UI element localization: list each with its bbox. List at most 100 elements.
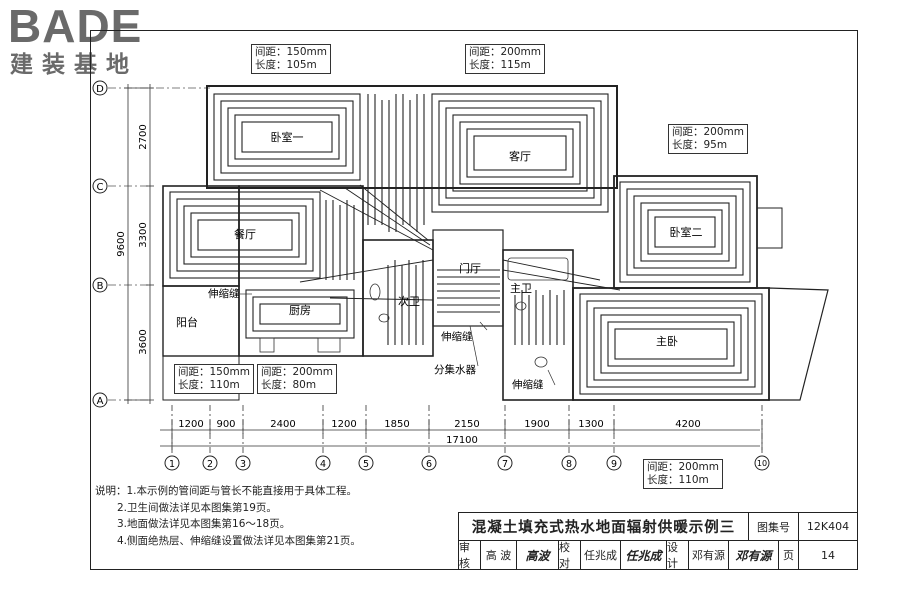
dim-9600: 9600	[116, 231, 127, 256]
svg-text:D: D	[96, 84, 104, 95]
dim-h-1200b: 1200	[331, 419, 356, 430]
dim-h-900: 900	[216, 419, 235, 430]
svg-text:5: 5	[363, 459, 369, 470]
spec-box-bedroom2: 间距：200mm 长度：95m	[668, 124, 748, 154]
dim-h-1200a: 1200	[178, 419, 203, 430]
checker-signature: 任兆成	[620, 541, 666, 570]
spec-length: 长度：110m	[178, 379, 240, 391]
logo-text-bottom: 建装基地	[10, 52, 138, 78]
designer-name: 邓有源	[688, 541, 728, 570]
expansion-joint-label-2: 伸缩缝	[441, 330, 473, 343]
dim-2700: 2700	[138, 124, 149, 149]
room-label-foyer: 门厅	[459, 261, 481, 275]
sink-icon	[259, 337, 275, 353]
design-label: 设计	[666, 541, 688, 570]
svg-text:1: 1	[169, 459, 175, 470]
svg-text:C: C	[97, 182, 104, 193]
grid-bubble-d: D	[92, 80, 108, 96]
drawing-title: 混凝土填充式热水地面辐射供暖示例三	[458, 512, 748, 541]
grid-bubble-4: 4	[315, 455, 331, 471]
stove-icon	[317, 337, 341, 353]
dim-h-17100: 17100	[446, 435, 478, 446]
svg-text:7: 7	[502, 459, 508, 470]
page-label: 页	[778, 541, 798, 570]
toilet-icon	[515, 301, 527, 311]
page-number: 14	[798, 541, 858, 570]
coil-kitchen	[245, 289, 355, 339]
dim-h-2400: 2400	[270, 419, 295, 430]
coil-main-bath	[514, 290, 565, 345]
reviewer-signature: 高波	[516, 541, 558, 570]
grid-bubble-5: 5	[358, 455, 374, 471]
coil-master	[579, 293, 763, 395]
room-labels: 卧室一 客厅 餐厅 卧室二 门厅 厨房 阳台 次卫 主卫 主卧	[176, 130, 703, 348]
grid-bubble-c: C	[92, 178, 108, 194]
reviewer-name: 高 波	[480, 541, 516, 570]
dim-h-1900: 1900	[524, 419, 549, 430]
grid-bubble-9: 9	[606, 455, 622, 471]
svg-text:4: 4	[320, 459, 326, 470]
coil-corridor	[367, 94, 425, 232]
grid-bubble-2: 2	[202, 455, 218, 471]
coil-bedroom1	[213, 93, 361, 181]
room-label-kitchen: 厨房	[289, 304, 311, 317]
horizontal-dimensions	[160, 405, 763, 455]
bathtub-icon	[507, 257, 569, 281]
notes-title: 说明：	[95, 485, 127, 497]
dim-3600: 3600	[138, 329, 149, 354]
grid-row-bubbles: D C B A	[92, 80, 108, 408]
coil-bedroom2	[619, 181, 751, 283]
room-label-bedroom1: 卧室一	[271, 130, 304, 144]
spec-length: 长度：95m	[672, 139, 728, 151]
notes-block: 说明：1.本示例的管间距与管长不能直接用于具体工程。 2.卫生间做法详见本图集第…	[95, 483, 361, 549]
svg-text:2: 2	[207, 459, 213, 470]
coil-dining	[169, 191, 321, 279]
atlas-number: 12K404	[798, 512, 858, 541]
atlas-label: 图集号	[748, 512, 798, 541]
grid-bubble-b: B	[92, 277, 108, 293]
heating-coils	[169, 93, 763, 395]
room-label-second-bath: 次卫	[398, 294, 420, 308]
svg-text:A: A	[97, 396, 104, 407]
expansion-joint-label-3: 伸缩缝	[512, 378, 544, 391]
spec-box-kitchen: 间距：200mm 长度：80m	[257, 364, 337, 394]
coil-dining-side	[325, 200, 355, 280]
grid-bubble-a: A	[92, 392, 108, 408]
spec-spacing: 间距：150mm	[255, 46, 327, 58]
grid-bubble-6: 6	[421, 455, 437, 471]
spec-spacing: 间距：200mm	[261, 366, 333, 378]
note-2: 2.卫生间做法详见本图集第19页。	[117, 501, 277, 514]
spec-spacing: 间距：200mm	[469, 46, 541, 58]
coil-foyer	[437, 269, 500, 313]
room-label-balcony: 阳台	[176, 315, 198, 329]
dim-h-2150: 2150	[454, 419, 479, 430]
grid-bubble-10: 10	[754, 455, 770, 471]
svg-text:8: 8	[566, 459, 572, 470]
vertical-dimensions	[124, 84, 154, 404]
svg-text:10: 10	[757, 459, 767, 468]
svg-text:9: 9	[611, 459, 617, 470]
note-1: 1.本示例的管间距与管长不能直接用于具体工程。	[126, 485, 358, 497]
coil-second-bath	[387, 260, 424, 345]
svg-text:B: B	[97, 281, 104, 292]
grid-bubble-8: 8	[561, 455, 577, 471]
spec-length: 长度：80m	[261, 379, 317, 391]
designer-signature: 邓有源	[728, 541, 778, 570]
spec-box-living: 间距：200mm 长度：115m	[465, 44, 545, 74]
dim-3300: 3300	[138, 222, 149, 247]
spec-box-master: 间距：200mm 长度：110m	[643, 459, 723, 489]
room-label-master: 主卧	[656, 335, 678, 348]
spec-spacing: 间距：150mm	[178, 366, 250, 378]
supply-lines	[299, 184, 621, 301]
grid-bubble-3: 3	[235, 455, 251, 471]
svg-text:3: 3	[240, 459, 246, 470]
grid-col-bubbles: 1 2 3 4 5 6 7 8 9 10	[164, 455, 770, 471]
spec-length: 长度：110m	[647, 474, 709, 486]
review-label: 审核	[458, 541, 480, 570]
manifold-label: 分集水器	[434, 363, 476, 376]
spec-length: 长度：105m	[255, 59, 317, 71]
dim-h-4200: 4200	[675, 419, 700, 430]
dim-h-1300: 1300	[578, 419, 603, 430]
grid-bubble-1: 1	[164, 455, 180, 471]
